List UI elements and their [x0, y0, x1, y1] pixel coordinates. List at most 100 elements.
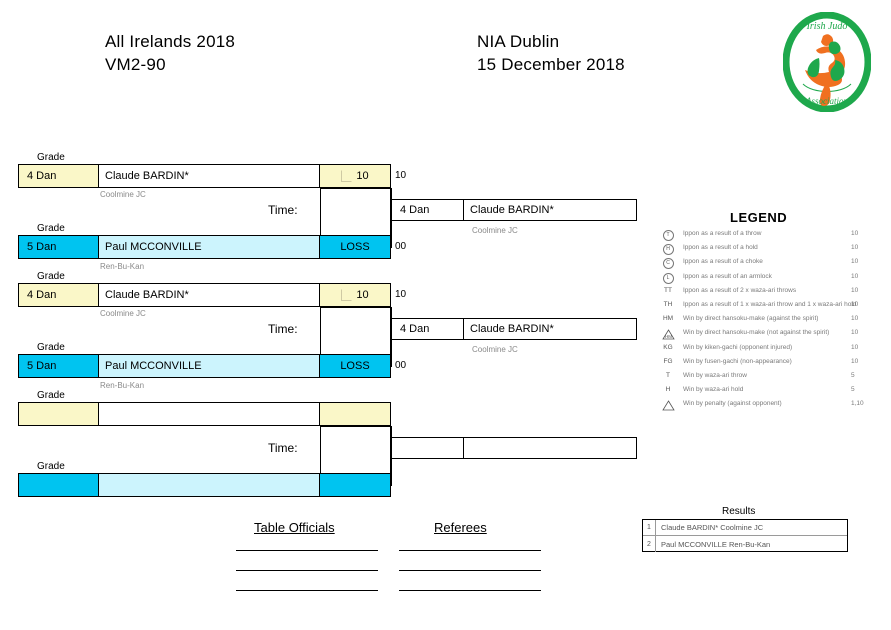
legend-value: 10: [851, 286, 859, 294]
advancement-row[interactable]: 4 Dan Claude BARDIN*: [391, 318, 637, 340]
referees-line[interactable]: [399, 590, 541, 591]
club-label: Ren-Bu-Kan: [100, 262, 145, 271]
grade-label: Grade: [37, 271, 65, 282]
adv-grade-cell: [392, 438, 464, 458]
table-officials-line[interactable]: [236, 590, 378, 591]
grade-cell: [19, 403, 99, 425]
referees-line[interactable]: [399, 550, 541, 551]
match-row-blue[interactable]: [18, 473, 391, 497]
club-label: Coolmine JC: [100, 190, 146, 199]
legend-triangle-icon: HM: [655, 329, 681, 340]
legend-row: T Win by waza-ari throw 5: [655, 370, 885, 384]
legend-symbol: H: [665, 386, 671, 394]
score-value: 10: [356, 289, 369, 301]
legend-text: Win by direct hansoku-make (against the …: [683, 315, 819, 323]
legend-symbol: KG: [663, 343, 673, 351]
name-cell: [99, 474, 320, 496]
svg-text:HM: HM: [665, 334, 672, 339]
legend-text: Ippon as a result of 2 x waza-ari throws: [683, 286, 797, 294]
legend-row: Win by penalty (against opponent)1,10: [655, 398, 885, 412]
legend-value: 1,10: [851, 400, 864, 408]
club-label: Ren-Bu-Kan: [100, 381, 145, 390]
match-row-white[interactable]: [18, 402, 391, 426]
adv-club-label: Coolmine JC: [472, 345, 518, 354]
logo-bottom-text: Association: [805, 96, 848, 106]
legend-text: Ippon as a result of a choke: [683, 258, 763, 266]
advancement-row[interactable]: 4 Dan Claude BARDIN*: [391, 199, 637, 221]
legend-symbol: FG: [663, 357, 673, 365]
name-cell: Claude BARDIN*: [99, 165, 320, 187]
missing-glyph-icon: [341, 170, 353, 182]
missing-glyph-icon: [341, 289, 353, 301]
results-row: 2 Paul MCCONVILLE Ren-Bu-Kan: [643, 536, 847, 552]
score-value: 10: [356, 170, 369, 182]
legend-circled-c-icon: C: [655, 258, 681, 270]
table-officials-line[interactable]: [236, 570, 378, 571]
legend-text: Win by waza-ari hold: [683, 386, 744, 394]
legend-value: 10: [851, 301, 859, 308]
legend-title: LEGEND: [730, 210, 788, 225]
adv-name-cell: Claude BARDIN*: [470, 204, 554, 216]
results-table: 1 Claude BARDIN* Coolmine JC 2 Paul MCCONVI…: [642, 519, 848, 552]
table-officials-title: Table Officials: [254, 520, 335, 535]
legend-row: H Win by waza-ari hold 5: [655, 384, 885, 398]
match-row-white[interactable]: 4 Dan Claude BARDIN* 10: [18, 283, 391, 307]
legend-text: Win by fusen-gachi (non-appearance): [683, 357, 792, 365]
legend-triangle-icon: [655, 400, 681, 411]
side-score: 00: [395, 360, 407, 371]
legend-symbol: T: [666, 372, 670, 379]
legend-circled-h-icon: H: [655, 244, 681, 256]
legend-value: 10: [851, 230, 859, 237]
adv-name-cell: [464, 438, 636, 458]
results-row: 1 Claude BARDIN* Coolmine JC: [643, 520, 847, 536]
results-name: Paul MCCONVILLE Ren-Bu-Kan: [661, 539, 771, 549]
legend-value: 10: [851, 258, 859, 266]
grade-cell: [19, 474, 99, 496]
time-label: Time:: [268, 203, 298, 217]
name-cell: [99, 403, 320, 425]
results-rank: 1: [643, 520, 656, 535]
table-officials-line[interactable]: [236, 550, 378, 551]
score-cell: 10: [320, 165, 390, 187]
legend-value: 5: [851, 386, 855, 394]
advancement-row[interactable]: [391, 437, 637, 459]
legend-text: Ippon as a result of an armlock: [683, 272, 772, 280]
legend-value: 10: [851, 343, 859, 351]
time-box[interactable]: [320, 426, 391, 474]
referees-title: Referees: [434, 520, 487, 535]
irish-judo-association-logo-icon: Irish Judo Association: [783, 12, 871, 112]
time-box[interactable]: [320, 188, 391, 236]
side-score: 00: [395, 241, 407, 252]
match-row-blue[interactable]: 5 Dan Paul MCCONVILLE LOSS: [18, 354, 391, 378]
match-row-blue[interactable]: 5 Dan Paul MCCONVILLE LOSS: [18, 235, 391, 259]
event-title: All Irelands 2018: [105, 32, 236, 51]
results-name: Claude BARDIN* Coolmine JC: [661, 523, 764, 532]
grade-label: Grade: [37, 390, 65, 401]
legend-value: 5: [851, 372, 855, 379]
results-rank: 2: [643, 536, 656, 552]
referees-line[interactable]: [399, 570, 541, 571]
legend-value: 10: [851, 315, 859, 323]
legend-text: Win by waza-ari throw: [683, 372, 747, 379]
time-box[interactable]: [320, 307, 391, 355]
legend-value: 10: [851, 272, 859, 280]
event-category: VM2-90: [105, 55, 166, 74]
adv-name-cell: Claude BARDIN*: [470, 323, 554, 335]
legend-text: Ippon as a result of 1 x waza-ari throw …: [683, 301, 857, 308]
legend-circled-t-icon: T: [655, 230, 681, 241]
score-cell: LOSS: [320, 236, 390, 258]
grade-cell: 5 Dan: [19, 355, 99, 377]
legend-value: 10: [851, 329, 859, 337]
match-row-white[interactable]: 4 Dan Claude BARDIN* 10: [18, 164, 391, 188]
grade-label: Grade: [37, 342, 65, 353]
grade-cell: 4 Dan: [19, 165, 99, 187]
grade-label: Grade: [37, 152, 65, 163]
